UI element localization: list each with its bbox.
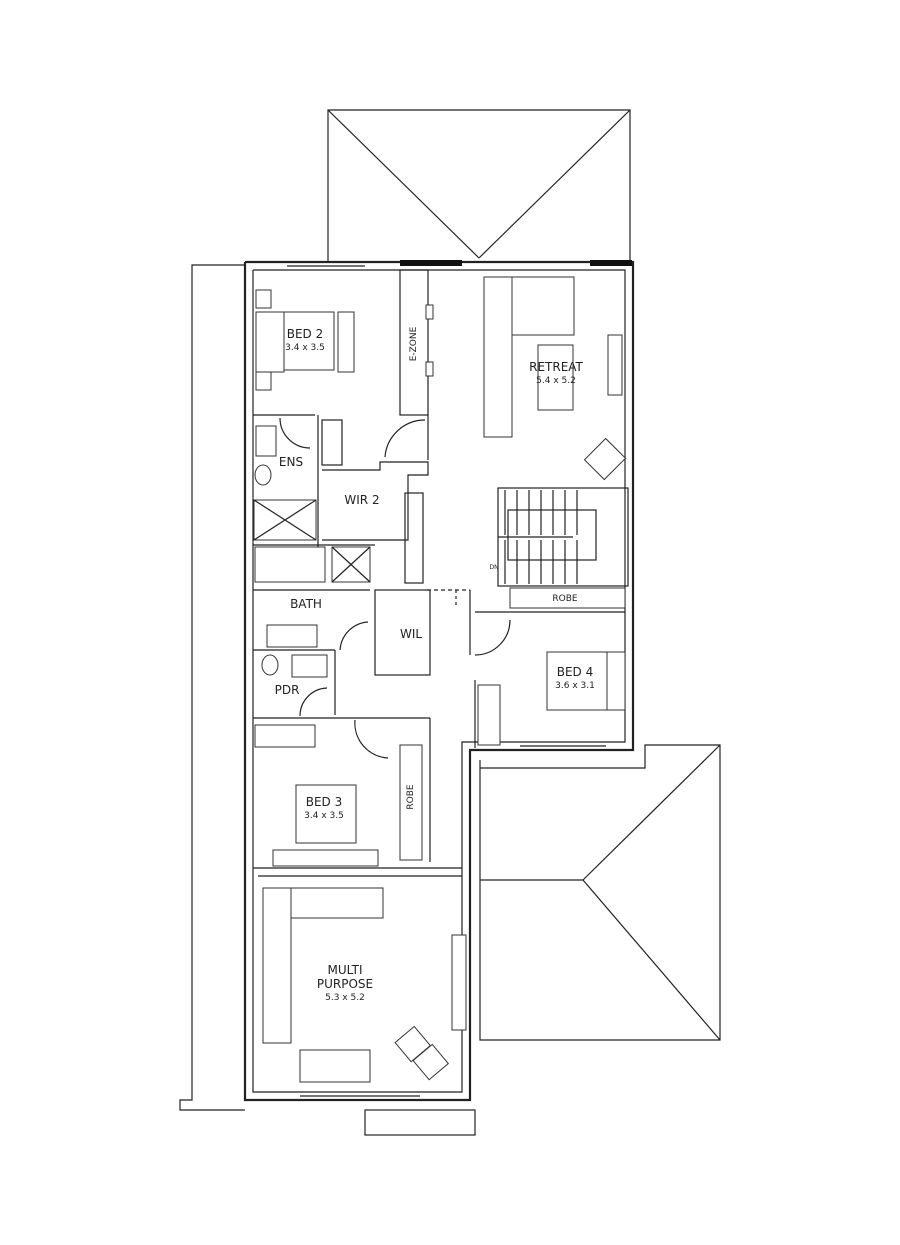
room-label-bed-4: BED 4 3.6 x 3.1: [555, 665, 595, 693]
label-robe-bed-4: ROBE: [552, 594, 578, 604]
internal-walls: [253, 269, 625, 877]
label-stairs-down: DN: [489, 564, 499, 571]
side-roof: [479, 744, 721, 1041]
doors: [279, 417, 511, 759]
outer-walls: [243, 260, 635, 1102]
room-label-retreat: RETREAT 5.4 x 5.2: [529, 360, 583, 388]
furniture: [253, 276, 627, 1083]
room-label-multi-purpose: MULTI PURPOSE 5.3 x 5.2: [310, 963, 380, 1005]
staircase: [497, 487, 629, 587]
label-bath: BATH: [290, 597, 322, 611]
room-size: 3.4 x 3.5: [285, 343, 325, 353]
top-roof: [327, 109, 631, 262]
label-robe-bed-3: ROBE: [406, 784, 416, 810]
eave: [179, 264, 476, 1136]
label-wil: WIL: [399, 627, 423, 641]
label-wir-2: WIR 2: [344, 493, 380, 507]
room-name: MULTI PURPOSE: [316, 963, 374, 991]
room-name: RETREAT: [529, 360, 583, 374]
room-size: 3.4 x 3.5: [304, 811, 344, 821]
room-size: 5.3 x 5.2: [325, 993, 365, 1003]
room-size: 3.6 x 3.1: [555, 681, 595, 691]
room-size: 5.4 x 5.2: [536, 376, 576, 386]
room-name: BED 3: [305, 795, 343, 809]
room-label-bed-2: BED 2 3.4 x 3.5: [285, 327, 325, 355]
room-name: BED 2: [286, 327, 324, 341]
room-label-bed-3: BED 3 3.4 x 3.5: [304, 795, 344, 823]
label-pdr: PDR: [274, 683, 300, 697]
room-name: BED 4: [556, 665, 594, 679]
label-e-zone: E-ZONE: [409, 326, 419, 362]
label-ens: ENS: [278, 455, 304, 469]
